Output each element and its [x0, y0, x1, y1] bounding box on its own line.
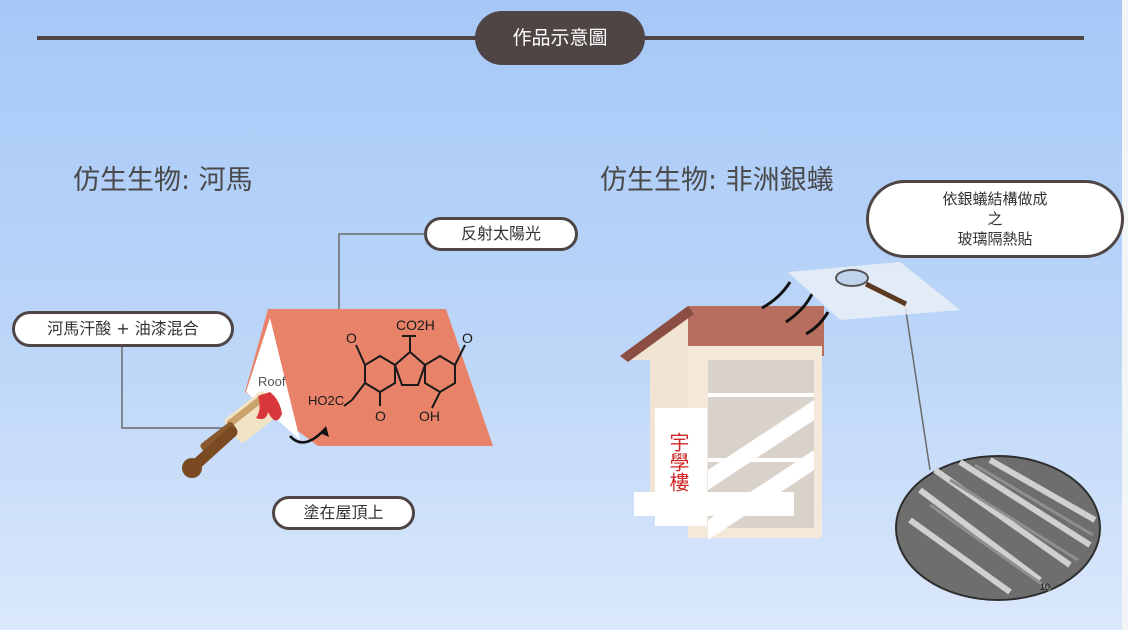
chem-o3: O: [375, 408, 386, 424]
right-heading: 仿生生物: 非洲銀蟻: [600, 165, 834, 196]
connector-film: [904, 304, 931, 471]
building-sign: 宇學樓: [666, 432, 690, 492]
label-reflect-sunlight: 反射太陽光: [424, 217, 578, 251]
magnifier-icon: [835, 269, 908, 307]
chemical-structure: [343, 335, 466, 409]
connector-mix: [121, 343, 230, 429]
connector-reflect: [338, 233, 424, 309]
micrograph-scale: 10: [1040, 582, 1050, 592]
left-heading: 仿生生物: 河馬: [73, 165, 253, 196]
chem-o1: O: [346, 330, 357, 346]
film-label-line3: 玻璃隔熱貼: [957, 230, 1033, 248]
right-edge-strip: [1122, 0, 1128, 630]
film-label-line1: 依銀蟻結構做成: [942, 190, 1048, 208]
school-building: 宇學樓: [620, 306, 824, 540]
roof-label: Roof: [258, 374, 286, 389]
chem-oh: OH: [419, 408, 440, 424]
chem-co2h: CO2H: [396, 317, 435, 333]
insulation-film: [788, 262, 960, 320]
chem-ho2c: HO2C: [308, 393, 344, 408]
sun-ray-arrows: [761, 281, 830, 336]
roof-gable: [246, 318, 300, 440]
label-hippo-sweat-paint: 河馬汗酸 + 油漆混合: [12, 311, 234, 347]
chem-o2: O: [462, 330, 473, 346]
paint-brush-icon: [182, 391, 282, 478]
film-label-line2: 之: [987, 210, 1003, 228]
slide-title: 作品示意圖: [475, 11, 645, 65]
label-apply-roof: 塗在屋頂上: [272, 496, 415, 530]
coated-roof: Roof: [245, 309, 493, 446]
ant-hair-micrograph: 10: [895, 455, 1101, 601]
label-silver-ant-film: 依銀蟻結構做成 之 玻璃隔熱貼: [866, 180, 1124, 258]
